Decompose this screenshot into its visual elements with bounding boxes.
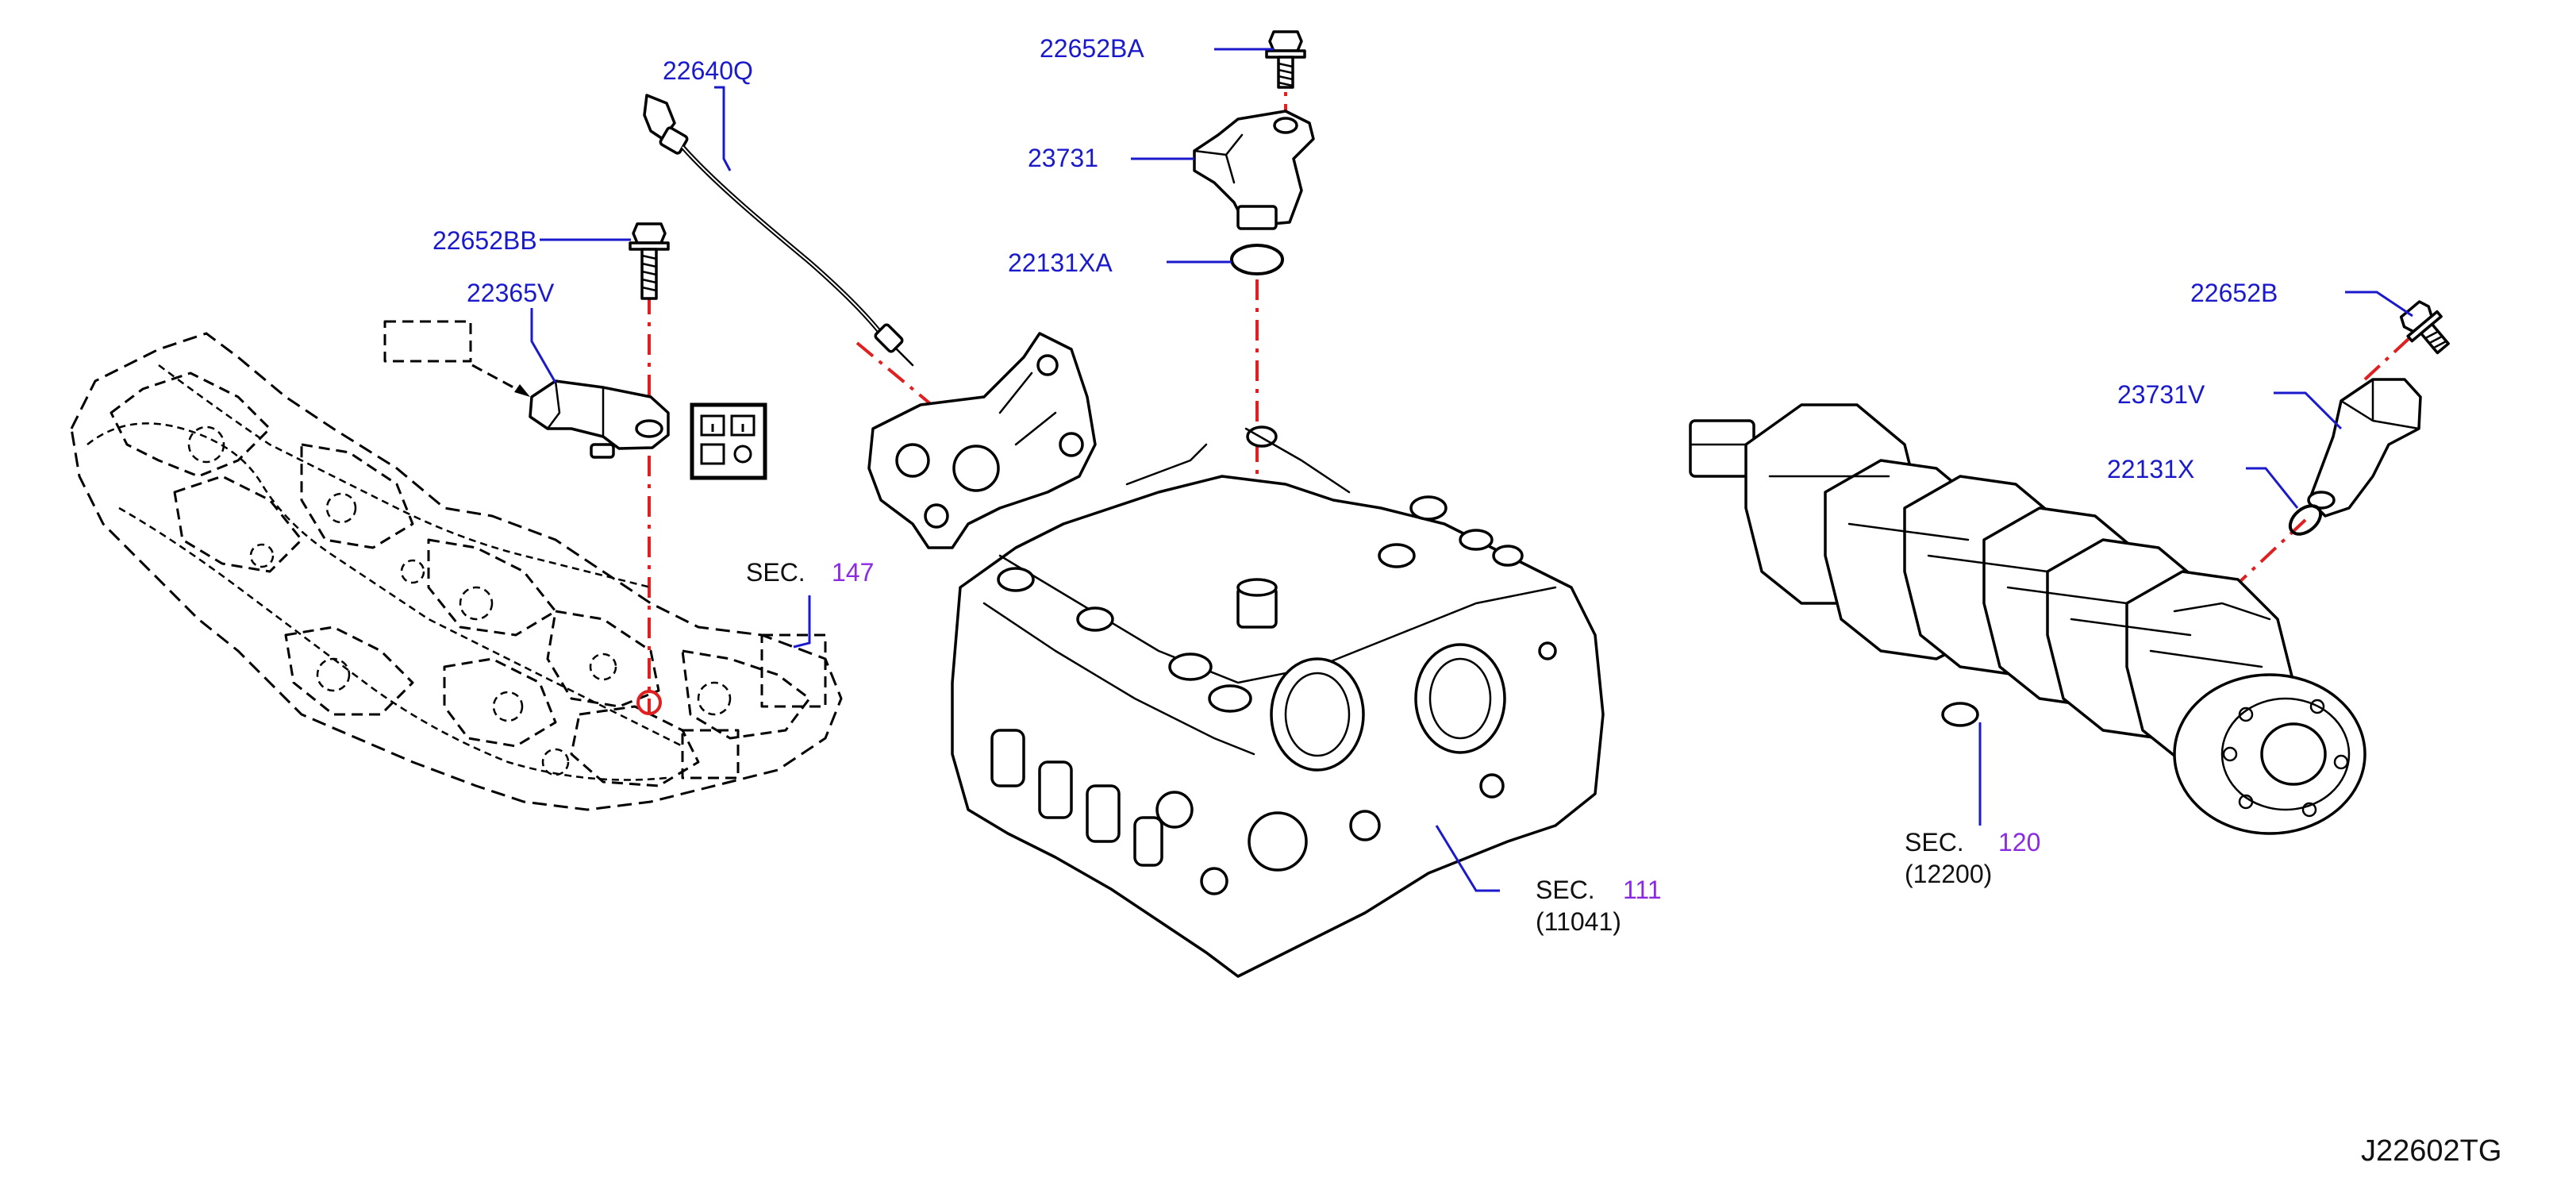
crankshaft-icon xyxy=(1689,403,2366,835)
connector-symbol-icon xyxy=(690,402,767,480)
sec-ref-code: (11041) xyxy=(1536,907,1621,936)
part-label-22365V[interactable]: 22365V xyxy=(467,279,555,307)
sec-label: SEC. xyxy=(746,558,805,587)
sec-number-111[interactable]: 111 xyxy=(1623,876,1662,904)
crank-sensor-icon xyxy=(2307,378,2422,518)
part-label-22131XA[interactable]: 22131XA xyxy=(1008,248,1113,277)
cylinder-head-icon xyxy=(951,425,1605,978)
part-label-22640Q[interactable]: 22640Q xyxy=(663,56,753,85)
sec-label: SEC. xyxy=(1905,828,1964,857)
part-label-23731V[interactable]: 23731V xyxy=(2117,380,2205,409)
part-label-22652B[interactable]: 22652B xyxy=(2190,279,2278,307)
knock-sensor-icon xyxy=(529,379,670,459)
bracket-icon xyxy=(867,332,1097,549)
part-label-22652BB[interactable]: 22652BB xyxy=(433,226,537,255)
sec-ref-code: (12200) xyxy=(1905,860,1992,888)
part-label-22652BA[interactable]: 22652BA xyxy=(1040,34,1144,63)
leader-lines xyxy=(530,48,2413,892)
o-ring-icon xyxy=(1230,244,1284,275)
bolt-icon xyxy=(2399,300,2450,355)
engine-block-icon xyxy=(70,332,843,811)
drawing-code: J22602TG xyxy=(2361,1134,2501,1168)
sec-label: SEC. xyxy=(1536,876,1595,904)
section-ref-120: SEC. 120 (12200) xyxy=(1905,828,2040,888)
reference-box xyxy=(383,320,530,397)
part-label-23731[interactable]: 23731 xyxy=(1028,144,1098,172)
sec-number-120[interactable]: 120 xyxy=(1998,828,2040,857)
bolt-icon xyxy=(629,222,670,300)
harness-sensor-icon xyxy=(643,94,914,367)
o-ring-icon xyxy=(2288,504,2323,536)
bolt-icon xyxy=(1265,30,1306,89)
part-label-22131X[interactable]: 22131X xyxy=(2107,455,2194,483)
sec-number-147[interactable]: 147 xyxy=(832,558,874,587)
section-ref-147: SEC. 147 xyxy=(746,558,874,587)
section-ref-111: SEC. 111 (11041) xyxy=(1536,876,1662,936)
cam-sensor-icon xyxy=(1193,110,1315,230)
